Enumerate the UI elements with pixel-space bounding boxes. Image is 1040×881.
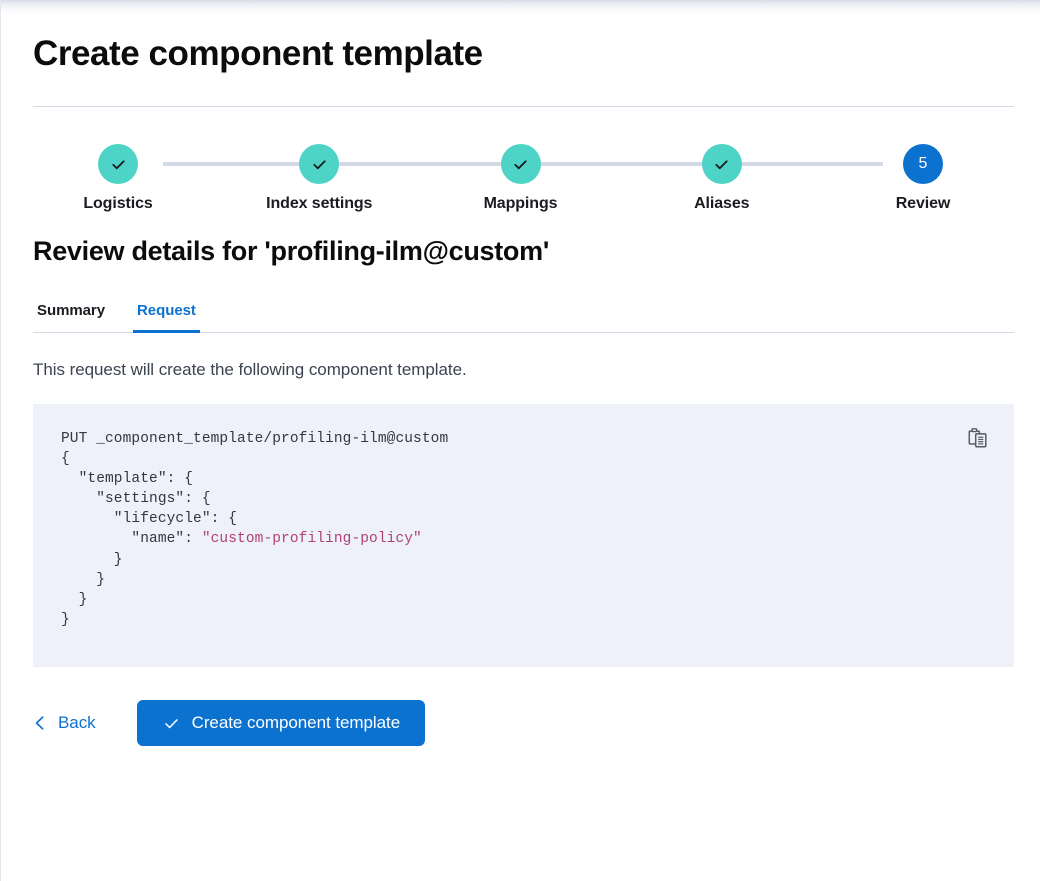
- stepper-step-mappings[interactable]: Mappings: [436, 144, 606, 215]
- stepper-step-label: Review: [895, 195, 951, 212]
- request-body-line: "template": {: [61, 471, 194, 488]
- step-circle-complete: [701, 144, 742, 184]
- stepper-step-index-settings[interactable]: Index settings: [234, 144, 404, 215]
- request-code-text: PUT _component_template/profiling-ilm@cu…: [61, 429, 986, 630]
- request-code-block: PUT _component_template/profiling-ilm@cu…: [33, 404, 1014, 667]
- page-title: Create component template: [33, 34, 483, 73]
- request-string-value: "custom-profiling-policy": [201, 531, 422, 548]
- copy-clipboard-icon-glyph: [968, 428, 987, 448]
- step-circle-complete: [299, 144, 340, 184]
- step-circle-current: 5: [903, 144, 943, 184]
- request-body-line-name: "name": "custom-profiling-policy": [61, 531, 422, 548]
- wizard-footer: Back Create component template: [33, 700, 1008, 746]
- back-button-label: Back: [58, 713, 96, 732]
- copy-clipboard-icon[interactable]: [962, 422, 994, 454]
- check-icon: [715, 159, 728, 169]
- title-divider: [33, 106, 1014, 107]
- step-number: 5: [918, 155, 928, 172]
- request-body-line: }: [61, 611, 70, 628]
- request-body-line: "settings": {: [61, 491, 211, 508]
- request-body-line: }: [61, 551, 123, 568]
- check-icon: [111, 159, 125, 169]
- stepper-step-logistics[interactable]: Logistics: [33, 144, 203, 215]
- request-body-line: {: [61, 451, 70, 468]
- back-button[interactable]: Back: [33, 711, 96, 735]
- stepper-step-label: Aliases: [694, 195, 750, 212]
- check-icon: [164, 718, 178, 728]
- request-body-line: }: [61, 591, 88, 608]
- request-method-line: PUT _component_template/profiling-ilm@cu…: [61, 431, 449, 447]
- request-body-line: }: [61, 571, 106, 588]
- chevron-left-icon: [35, 716, 44, 730]
- request-body-line: "lifecycle": {: [61, 511, 238, 528]
- request-description: This request will create the following c…: [33, 360, 467, 379]
- tab-request[interactable]: Request: [133, 300, 200, 333]
- create-component-template-button-label: Create component template: [191, 713, 401, 732]
- review-heading: Review details for 'profiling-ilm@custom…: [33, 236, 549, 266]
- stepper-step-review[interactable]: 5 Review: [838, 144, 1008, 215]
- check-icon: [514, 159, 527, 169]
- step-circle-complete: [500, 144, 541, 184]
- stepper-step-label: Index settings: [266, 195, 373, 212]
- panel-content: Create component template Logistics: [1, 0, 1040, 746]
- stepper-step-label: Mappings: [483, 195, 558, 212]
- stepper-step-aliases[interactable]: Aliases: [637, 144, 807, 215]
- create-component-template-button[interactable]: Create component template: [136, 700, 426, 746]
- stepper-step-label: Logistics: [83, 195, 153, 212]
- step-circle-complete: [98, 144, 138, 184]
- tab-summary[interactable]: Summary: [33, 300, 109, 332]
- wizard-stepper: Logistics Index settings: [33, 144, 1008, 230]
- review-tabs: Summary Request: [33, 300, 1014, 333]
- check-icon: [313, 159, 326, 169]
